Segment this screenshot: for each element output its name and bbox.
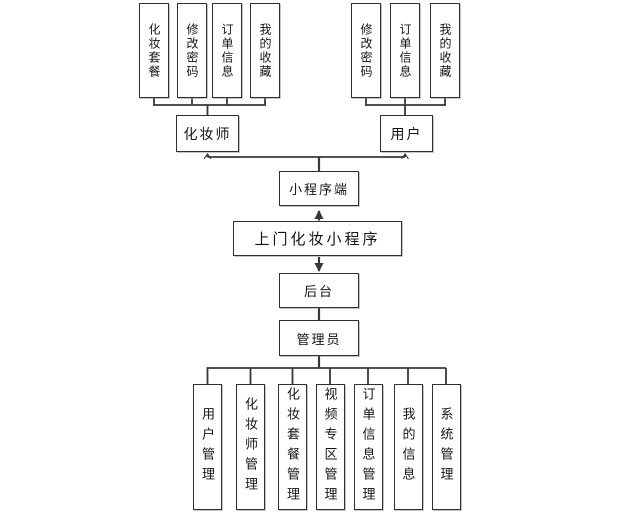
node-mini-program: 小程序端	[279, 171, 359, 206]
node-artist-feature-favorites: 我的收藏	[250, 3, 280, 98]
node-artist-feature-change-password: 修改密码	[177, 3, 207, 98]
node-makeup-artist: 化妆师	[176, 115, 239, 152]
node-module-user-management: 用户管理	[193, 384, 222, 510]
node-module-video-zone-management: 视频专区管理	[315, 384, 345, 510]
node-user-feature-order-info: 订单信息	[390, 3, 420, 98]
node-root-title: 上门化妆小程序	[233, 221, 402, 256]
connector-miniprogram-to-roles	[208, 154, 406, 171]
connector-admin-to-modules	[206, 356, 447, 384]
node-artist-feature-order-info: 订单信息	[212, 3, 242, 98]
node-admin: 管理员	[279, 320, 359, 356]
connector-user-features	[365, 98, 446, 115]
node-user-feature-favorites: 我的收藏	[430, 3, 460, 98]
node-backend: 后台	[279, 273, 359, 308]
node-user-feature-change-password: 修改密码	[351, 3, 381, 98]
node-user: 用户	[380, 115, 433, 152]
node-artist-feature-makeup-package: 化妆套餐	[139, 3, 169, 98]
connector-artist-features	[153, 98, 266, 115]
node-module-my-info: 我的信息	[393, 384, 423, 510]
node-module-package-management: 化妆套餐管理	[278, 384, 307, 510]
node-module-order-info-management: 订单信息管理	[353, 384, 383, 510]
node-module-artist-management: 化妆师管理	[236, 384, 265, 510]
node-module-system-management: 系统管理	[431, 384, 461, 510]
